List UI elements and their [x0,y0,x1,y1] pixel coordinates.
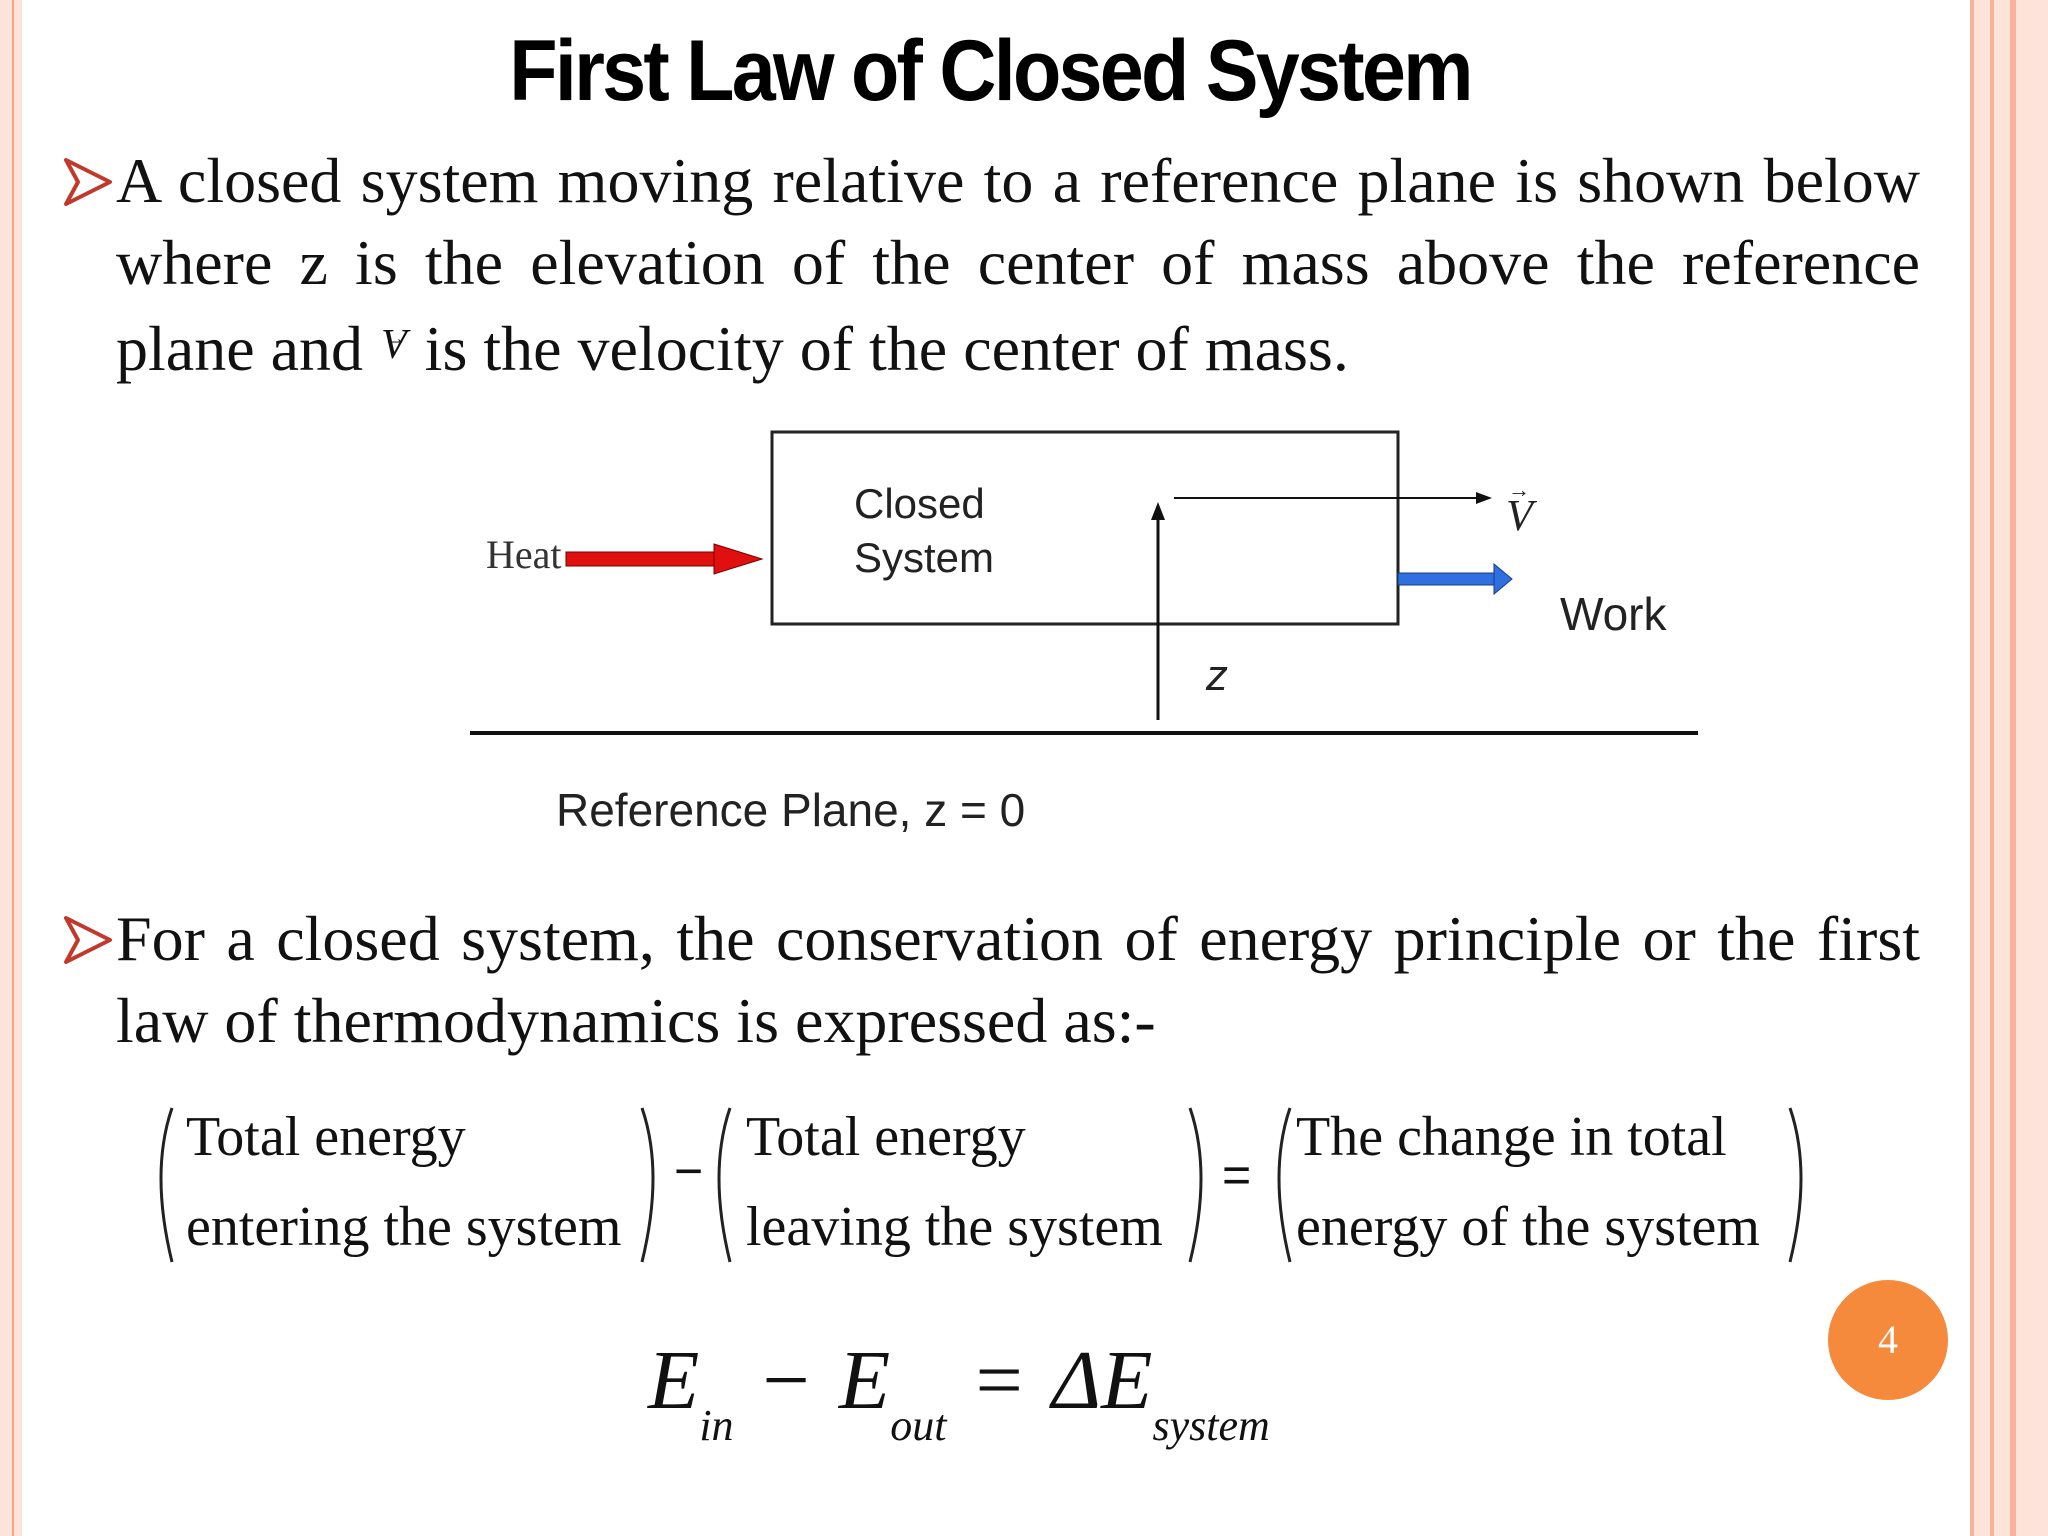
out-subscript: out [890,1401,947,1450]
term-entering: Total energy entering the system [186,1092,621,1272]
left-border-line [12,0,14,1536]
bullet-arrow-icon [64,158,112,206]
term1-line1: Total energy [186,1106,466,1168]
term1-line2: entering the system [186,1196,622,1258]
velocity-label: V [1506,491,1538,540]
bullet-2: For a closed system, the conservation of… [60,898,1920,1062]
bullet-arrow-icon [64,916,112,964]
bullet-2-text: For a closed system, the conservation of… [116,903,1920,1056]
reference-plane-label: Reference Plane, z = 0 [556,784,1025,836]
heat-arrow-head [713,543,764,575]
bullet-1-text: A closed system moving relative to a ref… [116,140,1920,390]
in-subscript: in [699,1401,734,1450]
work-arrow-head [1493,562,1513,596]
bullet-1-text-after: is the velocity of the center of mass. [424,313,1349,384]
box-label-line2: System [854,534,994,581]
right-border-decoration [1970,0,2048,1536]
system-subscript: system [1152,1401,1270,1450]
heat-arrow-shaft [565,551,717,567]
formula-equals: = [975,1334,1023,1427]
z-axis-arrowhead [1151,502,1165,520]
work-label: Work [1560,588,1667,640]
velocity-symbol: V [381,322,407,368]
term2-line2: leaving the system [746,1196,1163,1258]
bullet-1-text-before: A closed system moving relative to a ref… [116,145,1920,384]
heat-label: Heat [486,532,562,577]
left-border-decoration [0,0,22,1536]
closed-system-box [770,430,1400,626]
energy-balance-formula: Ein − Eout = ΔEsystem [648,1332,1270,1450]
term3-line1: The change in total [1296,1106,1727,1168]
work-arrow-shaft [1397,572,1497,586]
e-in-symbol: E [648,1334,700,1427]
term-leaving: Total energy leaving the system [746,1092,1163,1272]
word-minus-sign: − [674,1143,704,1199]
word-equals-sign: = [1222,1147,1252,1203]
velocity-arrowhead [1476,492,1492,504]
box-label-line1: Closed [854,480,985,527]
term2-line1: Total energy [746,1106,1026,1168]
slide-title: First Law of Closed System [509,23,1473,119]
page-number-badge: 4 [1828,1280,1948,1400]
term3-line2: energy of the system [1296,1196,1760,1258]
bullet-1: A closed system moving relative to a ref… [60,140,1920,390]
velocity-overarrow: → [1508,477,1530,502]
e-out-symbol: E [838,1334,891,1427]
term-change: The change in total energy of the system [1296,1092,1760,1272]
z-label: z [1205,651,1228,700]
delta-e-symbol: ΔE [1051,1334,1153,1427]
formula-minus: − [762,1334,810,1427]
